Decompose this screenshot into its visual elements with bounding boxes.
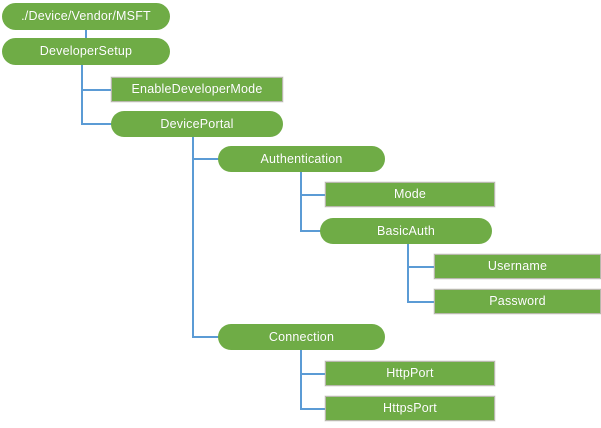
node-label-connection: Connection	[268, 329, 335, 344]
connector-basic-auth-to-username	[407, 266, 435, 268]
node-label-mode: Mode	[393, 187, 427, 202]
connector-device-portal-trunk	[192, 136, 194, 338]
node-authentication[interactable]: Authentication	[218, 146, 385, 172]
node-label-root: ./Device/Vendor/MSFT	[21, 9, 151, 24]
node-label-authentication: Authentication	[260, 151, 343, 166]
node-device-portal[interactable]: DevicePortal	[111, 111, 283, 137]
node-username[interactable]: Username	[434, 254, 601, 279]
connector-basic-auth-trunk	[407, 243, 409, 303]
node-basic-auth[interactable]: BasicAuth	[320, 218, 492, 244]
node-label-basic-auth: BasicAuth	[376, 223, 436, 238]
node-developer-setup[interactable]: DeveloperSetup	[2, 38, 170, 65]
node-enable-developer-mode[interactable]: EnableDeveloperMode	[111, 77, 283, 102]
connector-developer-setup-trunk	[81, 64, 83, 125]
connector-device-portal-to-connection	[192, 336, 219, 338]
node-root[interactable]: ./Device/Vendor/MSFT	[2, 3, 170, 30]
connector-developer-setup-to-portal	[81, 123, 112, 125]
connector-authentication-to-basic-auth	[300, 230, 321, 232]
node-mode[interactable]: Mode	[325, 182, 495, 207]
connector-basic-auth-to-password	[407, 301, 435, 303]
node-label-device-portal: DevicePortal	[160, 116, 234, 131]
connector-authentication-trunk	[300, 171, 302, 232]
connector-connection-trunk	[300, 349, 302, 409]
connector-root-to-developer-setup	[85, 29, 87, 40]
connector-connection-to-https-port	[300, 408, 326, 410]
connector-authentication-to-mode	[300, 194, 326, 196]
node-connection[interactable]: Connection	[218, 324, 385, 350]
node-label-password: Password	[489, 294, 546, 309]
node-label-enable-developer-mode: EnableDeveloperMode	[131, 82, 263, 97]
node-label-developer-setup: DeveloperSetup	[39, 44, 133, 59]
connector-developer-setup-to-enable	[81, 89, 112, 91]
node-http-port[interactable]: HttpPort	[325, 361, 495, 386]
node-label-username: Username	[487, 259, 548, 274]
node-label-http-port: HttpPort	[386, 366, 434, 381]
node-https-port[interactable]: HttpsPort	[325, 396, 495, 421]
connector-device-portal-to-auth	[192, 158, 219, 160]
node-label-https-port: HttpsPort	[383, 401, 437, 416]
node-password[interactable]: Password	[434, 289, 601, 314]
connector-connection-to-http-port	[300, 373, 326, 375]
